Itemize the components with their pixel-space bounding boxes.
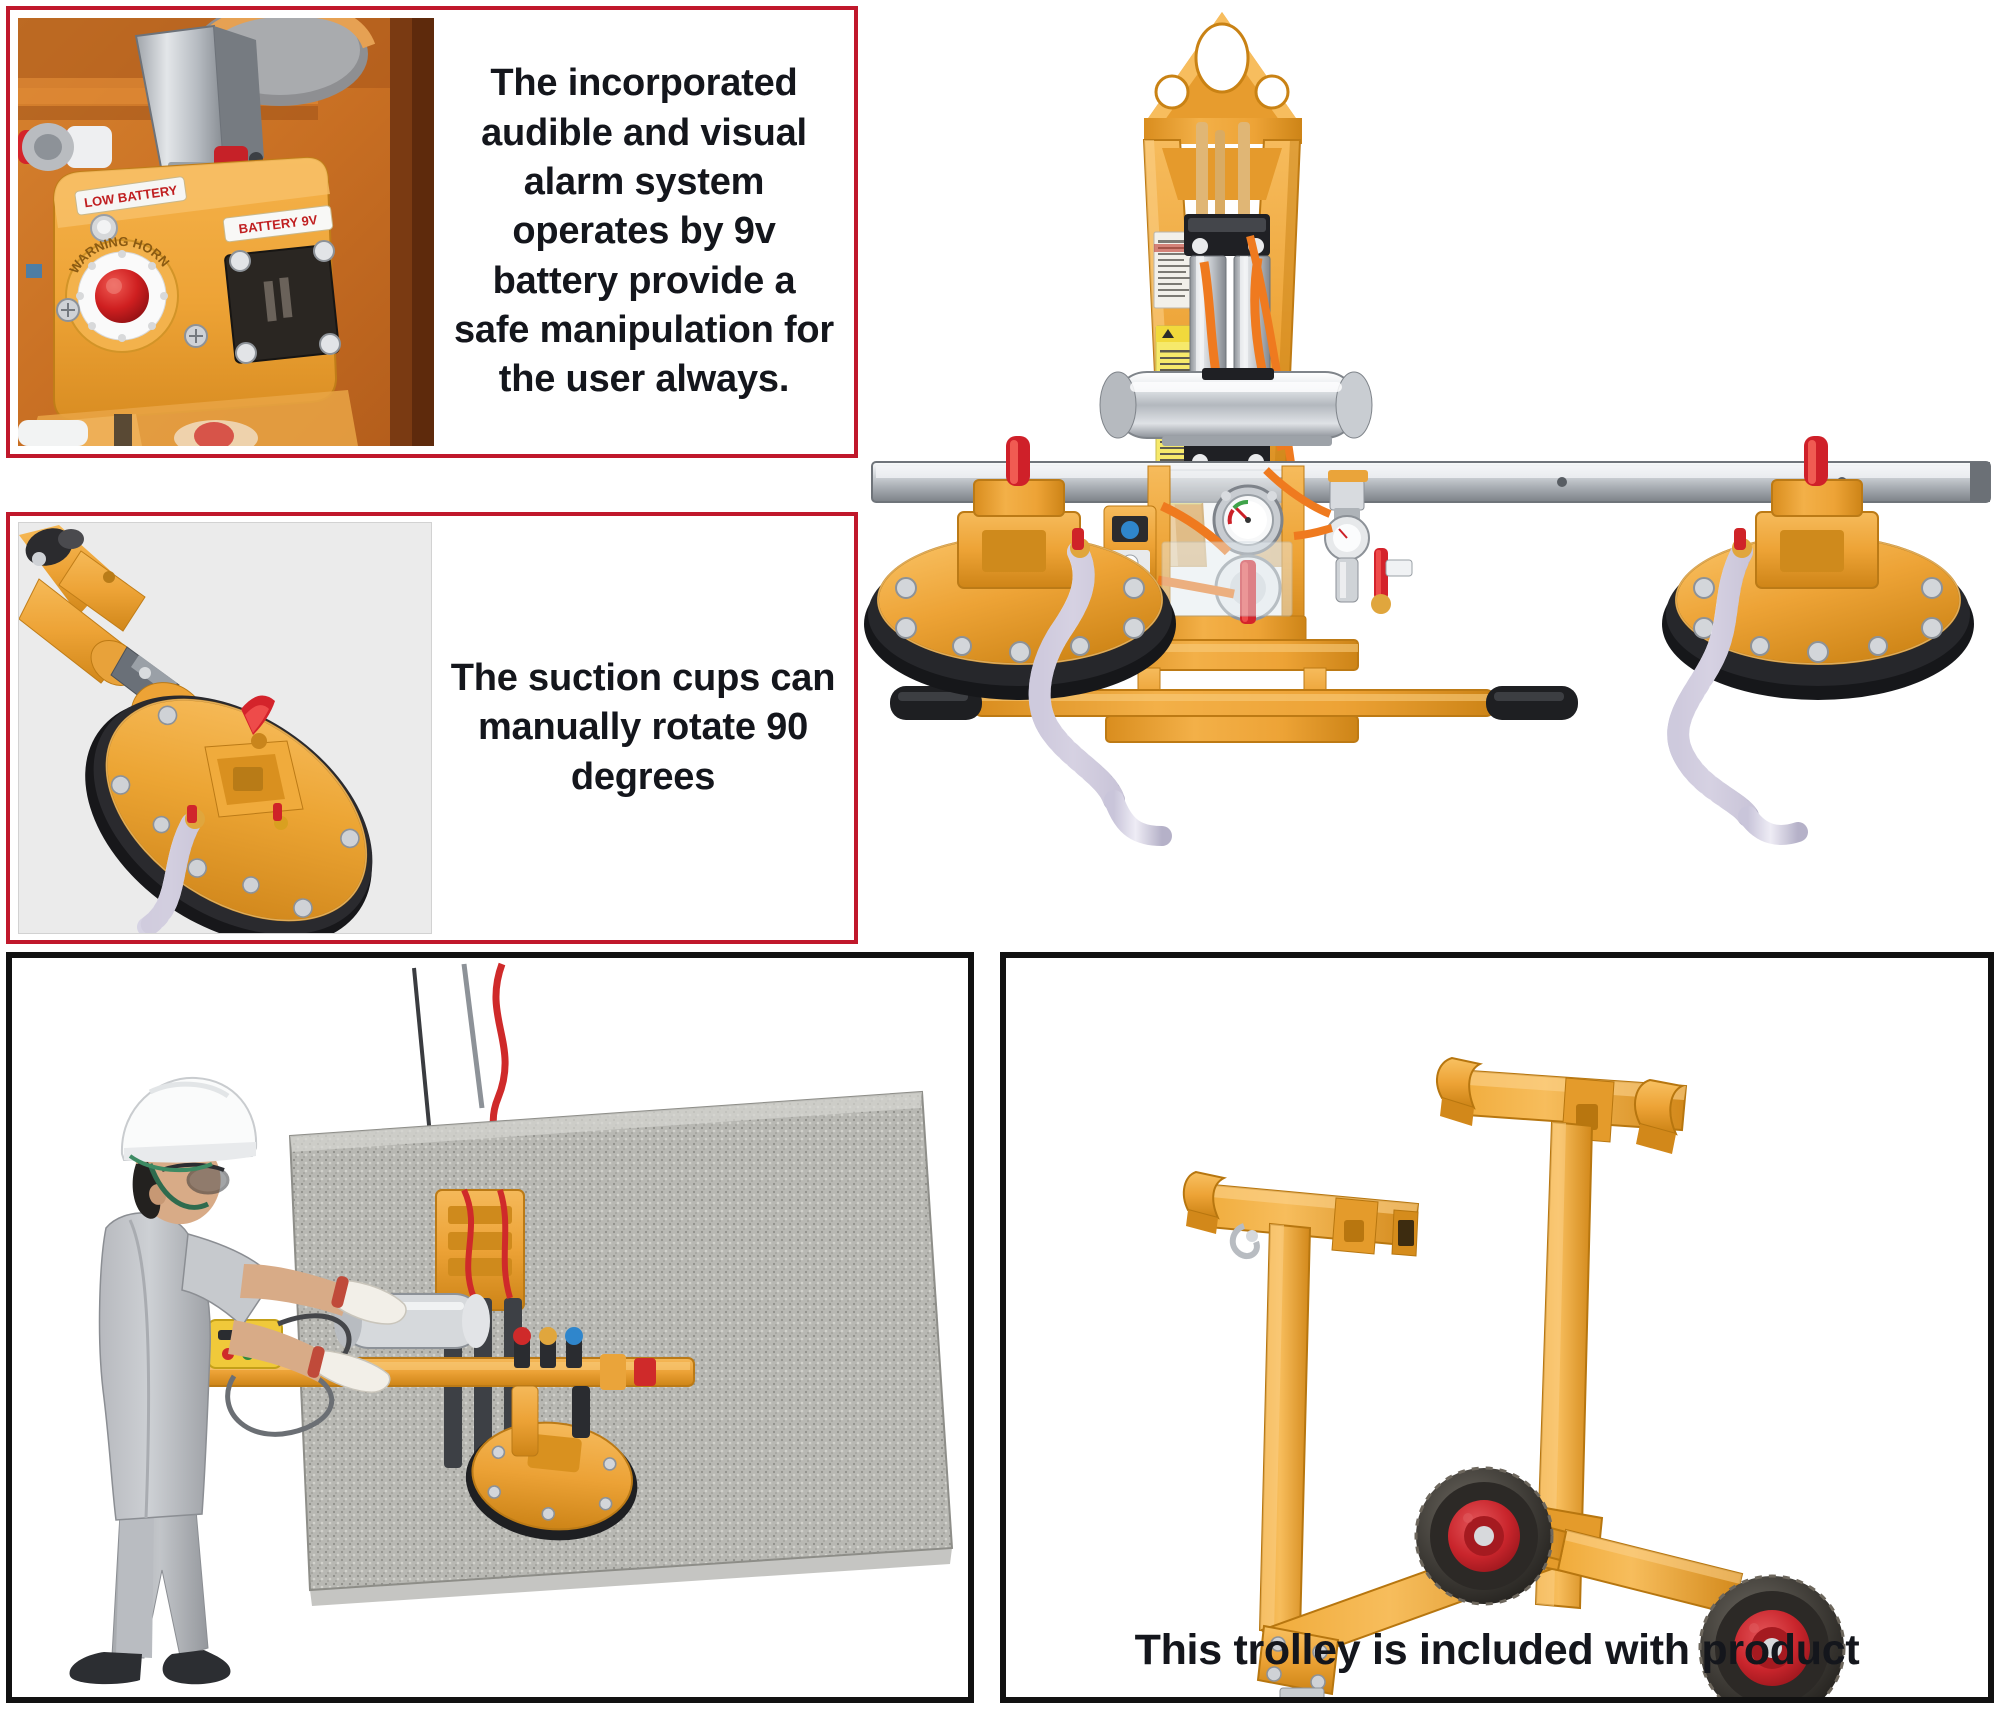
rotate-feature-text: The suction cups can manually rotate 90 …: [450, 656, 836, 798]
trolley-photo-panel: This trolley is included with product: [1000, 952, 1994, 1703]
worker-operating-lifter-photo: [6, 952, 974, 1703]
trolley-caption: This trolley is included with product: [1134, 1626, 1860, 1674]
alarm-control-box-photo: LOW BATTERY: [18, 18, 434, 446]
alarm-feature-text: The incorporated audible and visual alar…: [453, 62, 835, 401]
feature-panel-alarm: LOW BATTERY: [6, 6, 858, 458]
suction-cup-rotation-photo: [18, 522, 432, 934]
hero-product-image: [862, 0, 2000, 944]
feature-panel-rotate: The suction cups can manually rotate 90 …: [6, 512, 858, 944]
